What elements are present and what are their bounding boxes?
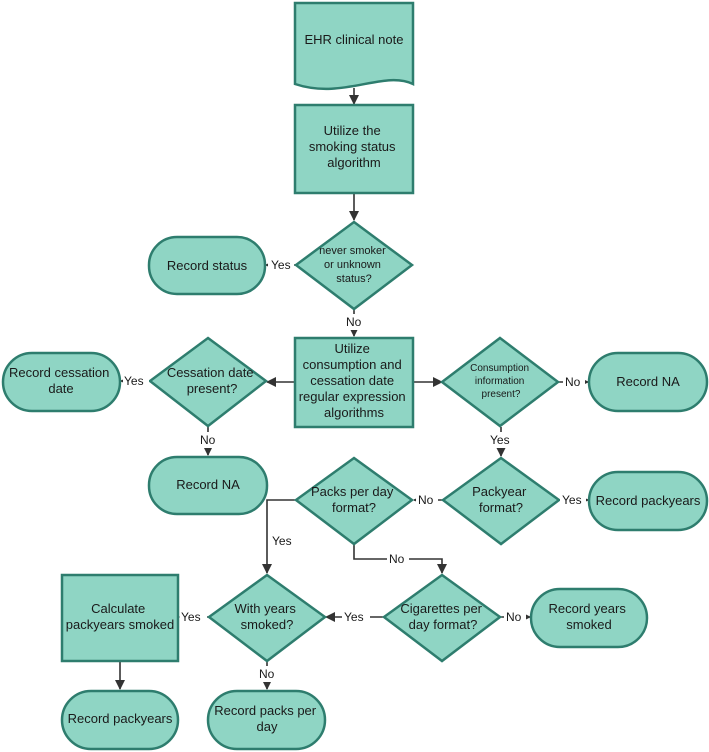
node-record-packyears-right: Record packyears bbox=[587, 470, 709, 532]
edge-label-cig-yes: Yes bbox=[344, 610, 364, 624]
node-calculate-packyears: Calculate packyears smoked bbox=[60, 573, 180, 663]
decision-never-smoker: never smoker or unknown status? bbox=[293, 220, 415, 311]
edge-ppd-to-years bbox=[262, 499, 295, 574]
decision-never-smoker-label: never smoker or unknown status? bbox=[319, 245, 389, 285]
decision-with-years-smoked-label: With years smoked? bbox=[234, 601, 299, 632]
edge-label-packyear-yes: Yes bbox=[562, 493, 582, 507]
decision-cessation-date-present-label: Cessation date present? bbox=[167, 365, 257, 396]
decision-packs-per-day-format-label: Packs per day format? bbox=[311, 484, 397, 515]
node-record-status-label: Record status bbox=[167, 258, 248, 273]
node-record-na-left-label: Record NA bbox=[176, 477, 240, 492]
decision-packs-per-day-format: Packs per day format? bbox=[293, 456, 415, 546]
decision-cigarettes-per-day-format-label: Cigarettes per day format? bbox=[400, 601, 485, 632]
edge-label-cessation-yes: Yes bbox=[124, 374, 144, 388]
node-ehr-clinical-note: EHR clinical note bbox=[293, 1, 415, 91]
node-record-years-smoked-label: Record years smoked bbox=[549, 601, 630, 632]
node-utilize-regex-label: Utilize consumption and cessation date r… bbox=[299, 341, 410, 420]
node-calculate-packyears-label: Calculate packyears smoked bbox=[66, 601, 174, 632]
node-utilize-regex: Utilize consumption and cessation date r… bbox=[293, 336, 415, 429]
node-record-packyears-bottom: Record packyears bbox=[60, 689, 180, 751]
edge-label-cessation-no: No bbox=[200, 433, 216, 447]
node-record-na-right-label: Record NA bbox=[616, 374, 680, 389]
decision-with-years-smoked: With years smoked? bbox=[206, 573, 328, 663]
edge-label-ppd-yes: Yes bbox=[272, 534, 292, 548]
node-record-na-left: Record NA bbox=[147, 455, 269, 516]
node-record-packs-per-day: Record packs per day bbox=[206, 689, 327, 751]
edge-label-packyear-no: No bbox=[418, 493, 434, 507]
node-record-na-right: Record NA bbox=[587, 351, 709, 413]
edge-label-years-no: No bbox=[259, 667, 275, 681]
node-record-packyears-right-label: Record packyears bbox=[596, 493, 701, 508]
node-record-years-smoked: Record years smoked bbox=[529, 587, 649, 649]
edge-label-never-yes: Yes bbox=[271, 258, 291, 272]
edge-label-years-yes: Yes bbox=[181, 610, 201, 624]
decision-cessation-date-present: Cessation date present? bbox=[147, 336, 269, 428]
node-record-cessation-date: Record cessation date bbox=[1, 351, 122, 413]
node-record-status: Record status bbox=[147, 235, 267, 296]
node-utilize-smoking-status-label: Utilize the smoking status algorithm bbox=[309, 123, 399, 170]
node-record-packs-per-day-label: Record packs per day bbox=[214, 703, 320, 734]
edge-label-consumption-yes: Yes bbox=[490, 433, 510, 447]
edge-label-never-no: No bbox=[346, 315, 362, 329]
decision-packyear-format-label: Packyear format? bbox=[472, 484, 530, 515]
node-record-packyears-bottom-label: Record packyears bbox=[68, 711, 173, 726]
node-ehr-clinical-note-label: EHR clinical note bbox=[305, 32, 404, 47]
edge-label-consumption-no: No bbox=[565, 375, 581, 389]
edge-labels: Yes No Yes No No Yes No Yes Yes No Yes N… bbox=[123, 257, 586, 682]
decision-consumption-present-label: Consumption information present? bbox=[470, 363, 532, 400]
decision-cigarettes-per-day-format: Cigarettes per day format? bbox=[381, 573, 503, 663]
node-record-cessation-date-label: Record cessation date bbox=[9, 365, 113, 396]
decision-packyear-format: Packyear format? bbox=[440, 456, 562, 546]
edge-label-ppd-no: No bbox=[389, 552, 405, 566]
node-utilize-smoking-status: Utilize the smoking status algorithm bbox=[293, 103, 415, 195]
edge-label-cig-no: No bbox=[506, 610, 522, 624]
decision-consumption-present: Consumption information present? bbox=[439, 336, 561, 428]
